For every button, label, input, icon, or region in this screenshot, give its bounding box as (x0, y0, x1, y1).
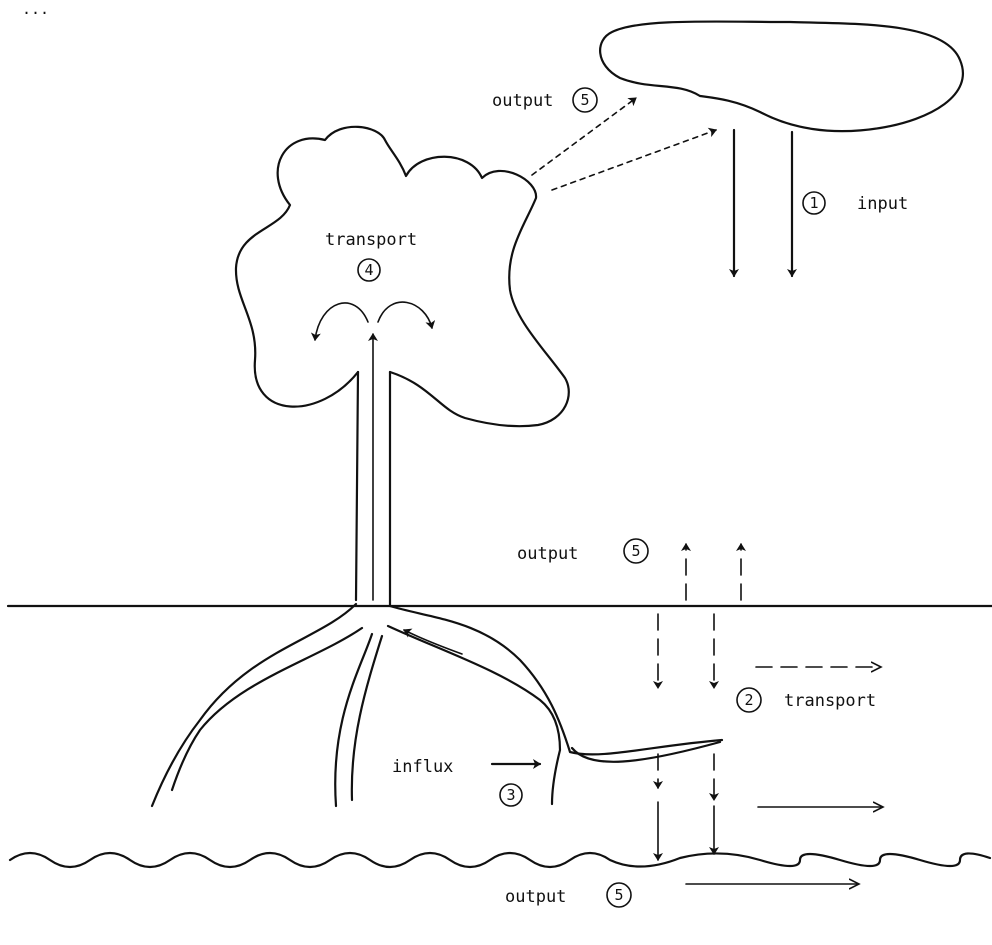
cloud-shape (600, 21, 963, 131)
root-right-inner (388, 626, 560, 804)
number-2: 2 (744, 691, 753, 709)
label-output-middle: output (517, 544, 578, 564)
root-center-right (352, 636, 382, 800)
label-output-top: output (492, 91, 553, 111)
root-tip (572, 742, 720, 762)
label-influx: influx (392, 757, 453, 777)
number-4: 4 (364, 261, 373, 279)
root-uptake-arrow (404, 630, 462, 654)
number-3: 3 (506, 786, 515, 804)
water-table-line (10, 853, 990, 867)
label-transport-soil: transport (784, 691, 876, 711)
crown-arrow-right (378, 302, 432, 328)
number-1: 1 (809, 194, 818, 212)
number-5-bottom: 5 (614, 886, 623, 904)
label-transport-crown: transport (325, 230, 417, 250)
root-center-left (335, 634, 372, 806)
root-far-left-inner (172, 628, 362, 790)
trunk-left-edge (356, 372, 358, 600)
tree-crown (236, 127, 569, 426)
root-right-outer (390, 606, 722, 754)
number-5-middle: 5 (631, 542, 640, 560)
evaporation-arrow-2 (552, 130, 716, 190)
number-5-top: 5 (580, 91, 589, 109)
label-input: input (857, 194, 908, 214)
crown-arrow-left (315, 303, 368, 340)
label-output-bottom: output (505, 887, 566, 907)
root-far-left (152, 604, 356, 806)
corner-mark: ... (22, 0, 49, 18)
